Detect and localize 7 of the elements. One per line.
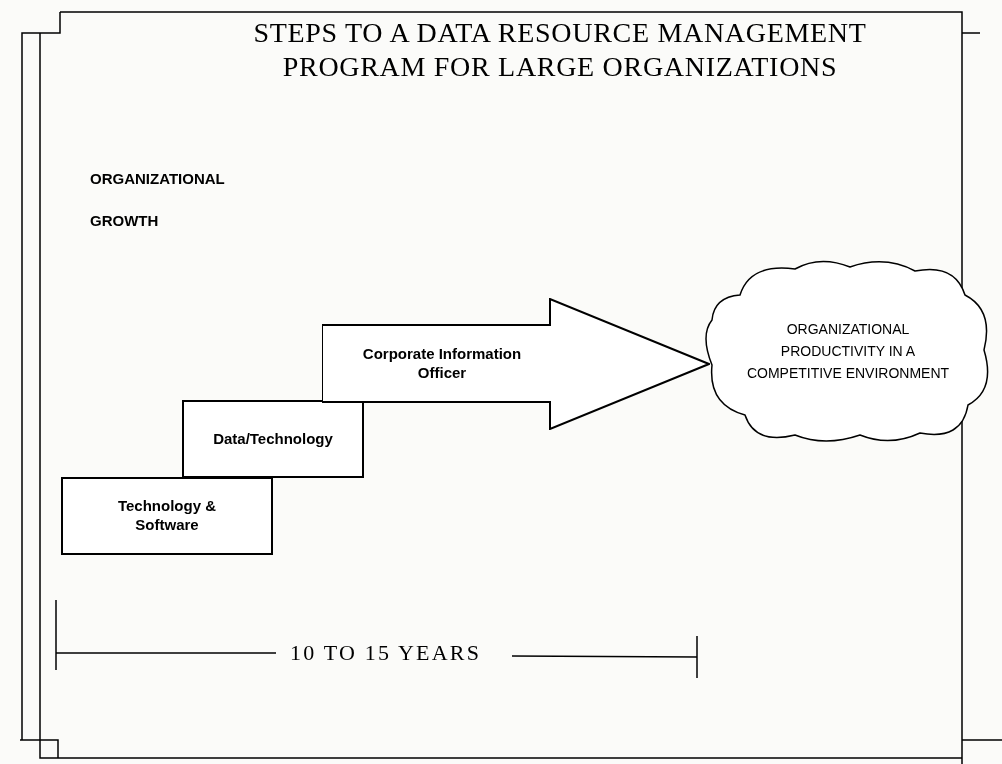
title: STEPS TO A DATA RESOURCE MANAGEMENT PROGRAM FOR LARGE ORGANIZATIONS	[252, 16, 868, 84]
cloud-label: ORGANIZATIONAL PRODUCTIVITY IN A COMPETITIVE ENVIRONMENT	[745, 320, 951, 383]
step-box: Technology & Software	[61, 477, 273, 555]
axis-label: ORGANIZATIONAL GROWTH	[90, 169, 226, 231]
duration-label: 10 TO 15 YEARS	[290, 639, 482, 667]
step-box: Data/Technology	[182, 400, 364, 478]
step-label: Corporate Information Officer	[361, 344, 523, 383]
